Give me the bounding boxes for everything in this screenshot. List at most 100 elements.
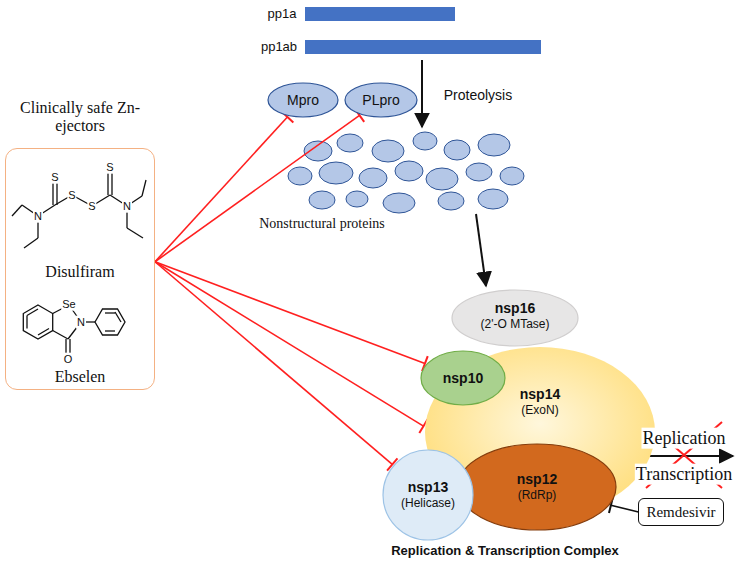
ebselen-structure — [95, 309, 125, 335]
node-detail: (RdRp) — [517, 488, 557, 502]
text-block: Remdesivir — [646, 503, 715, 521]
node-name: nsp14 — [520, 386, 560, 403]
node-name: nsp13 — [401, 479, 455, 496]
nsp13-circle-shape — [383, 450, 473, 540]
protein-blob — [413, 132, 437, 150]
node-detail: (2'-O MTase) — [481, 317, 550, 331]
protein-blob — [426, 168, 458, 190]
atom-label: S — [87, 200, 96, 213]
protein-blob — [500, 167, 524, 185]
node-name: Mpro — [287, 92, 319, 109]
atom-label: N — [122, 200, 132, 213]
process-label: Proteolysis — [444, 87, 512, 103]
drug-box: Remdesivir — [638, 498, 723, 526]
atom-label: N — [76, 316, 86, 329]
inhibition-connector — [609, 497, 638, 513]
nsp12-ellipse: nsp12(RdRp) — [457, 443, 617, 531]
ebselen-structure — [27, 309, 38, 316]
protein-blob — [319, 162, 353, 184]
connector-line — [155, 262, 423, 426]
inhibition-connector — [155, 112, 293, 262]
drug-name: Ebselen — [55, 368, 106, 386]
protein-blob — [438, 192, 464, 210]
node-detail: (ExoN) — [520, 403, 560, 417]
complex-label: Replication & Transcription Complex — [391, 544, 619, 559]
protein-blob — [304, 141, 332, 161]
protein-blob — [478, 134, 510, 156]
protein-blob — [444, 140, 470, 160]
polyprotein-bars — [305, 7, 541, 54]
inhibition-connector — [155, 262, 397, 471]
node-name: PLpro — [362, 92, 399, 109]
connector-line — [155, 262, 392, 465]
protein-name: pp1a — [268, 7, 297, 22]
process-label: Replication — [642, 428, 727, 449]
ebselen-structure — [23, 305, 52, 339]
ebselen-structure — [53, 331, 68, 340]
text-block: nsp12(RdRp) — [517, 471, 557, 502]
protein-blob — [466, 163, 492, 181]
protein-blob — [395, 161, 423, 181]
node-name: nsp16 — [481, 300, 550, 317]
atom-label: S — [67, 189, 76, 202]
connector-line — [155, 115, 360, 261]
text-block: nsp13(Helicase) — [401, 479, 455, 510]
protease-ellipse-shape — [268, 83, 338, 117]
connector-line — [611, 505, 639, 512]
pp1ab-bar — [305, 40, 541, 54]
protein-blob — [337, 134, 363, 152]
pp1a-bar — [305, 7, 455, 21]
inhibition-connector — [155, 262, 428, 433]
protease-ellipse: Mpro — [267, 82, 339, 118]
protein-blob — [372, 140, 404, 162]
connector-line — [155, 117, 287, 262]
atom-label: S — [50, 171, 59, 184]
inhibition-connector — [155, 262, 428, 371]
drug-name: Disulfiram — [45, 263, 114, 281]
assembly-arrow — [476, 214, 486, 286]
atom-label: O — [63, 353, 74, 366]
ebselen-structure — [38, 329, 49, 336]
disulfiram-structure — [127, 228, 143, 238]
ebselen-structure — [105, 312, 115, 313]
protein-name: pp1ab — [261, 40, 297, 55]
nsp16-ellipse-shape — [452, 290, 578, 346]
text-block: Mpro — [287, 92, 319, 109]
nsp16-ellipse: nsp16(2'-O MTase) — [451, 289, 579, 347]
disulfiram-structure — [12, 205, 22, 216]
node-name: nsp12 — [517, 471, 557, 488]
group-heading: Clinically safe Zn-ejectors — [16, 99, 144, 136]
proteolysis-arrow — [421, 60, 423, 127]
ebselen-structure — [26, 316, 27, 329]
node-detail: (Helicase) — [401, 496, 455, 510]
text-block: PLpro — [362, 92, 399, 109]
protease-ellipse-shape — [345, 83, 417, 117]
nsp12-ellipse-shape — [458, 444, 616, 530]
protein-blob — [309, 191, 335, 209]
protein-blob — [346, 191, 368, 207]
text-block: nsp10 — [443, 370, 483, 387]
inhibition-connector — [155, 109, 364, 262]
atom-label: N — [33, 210, 43, 223]
process-label: Transcription — [635, 464, 733, 485]
ebselen-structure — [105, 330, 115, 331]
protein-cluster — [288, 132, 524, 213]
node-name: Remdesivir — [646, 503, 715, 521]
ebselen-structure — [23, 305, 125, 356]
connector-line — [155, 262, 425, 364]
protein-blob — [383, 193, 415, 213]
protein-blob — [359, 168, 387, 188]
ebselen-structure — [115, 312, 121, 322]
node-name: nsp10 — [443, 370, 483, 387]
atom-label: Se — [61, 298, 76, 311]
disulfiram-structure — [24, 238, 38, 248]
text-block: nsp16(2'-O MTase) — [481, 300, 550, 331]
protein-blob — [478, 189, 508, 209]
group-label: Nonstructural proteins — [259, 216, 385, 232]
disulfiram-structure — [12, 168, 146, 248]
protein-blob — [288, 167, 312, 185]
text-block: nsp14(ExoN) — [520, 386, 560, 417]
protease-ellipse: PLpro — [344, 82, 418, 118]
